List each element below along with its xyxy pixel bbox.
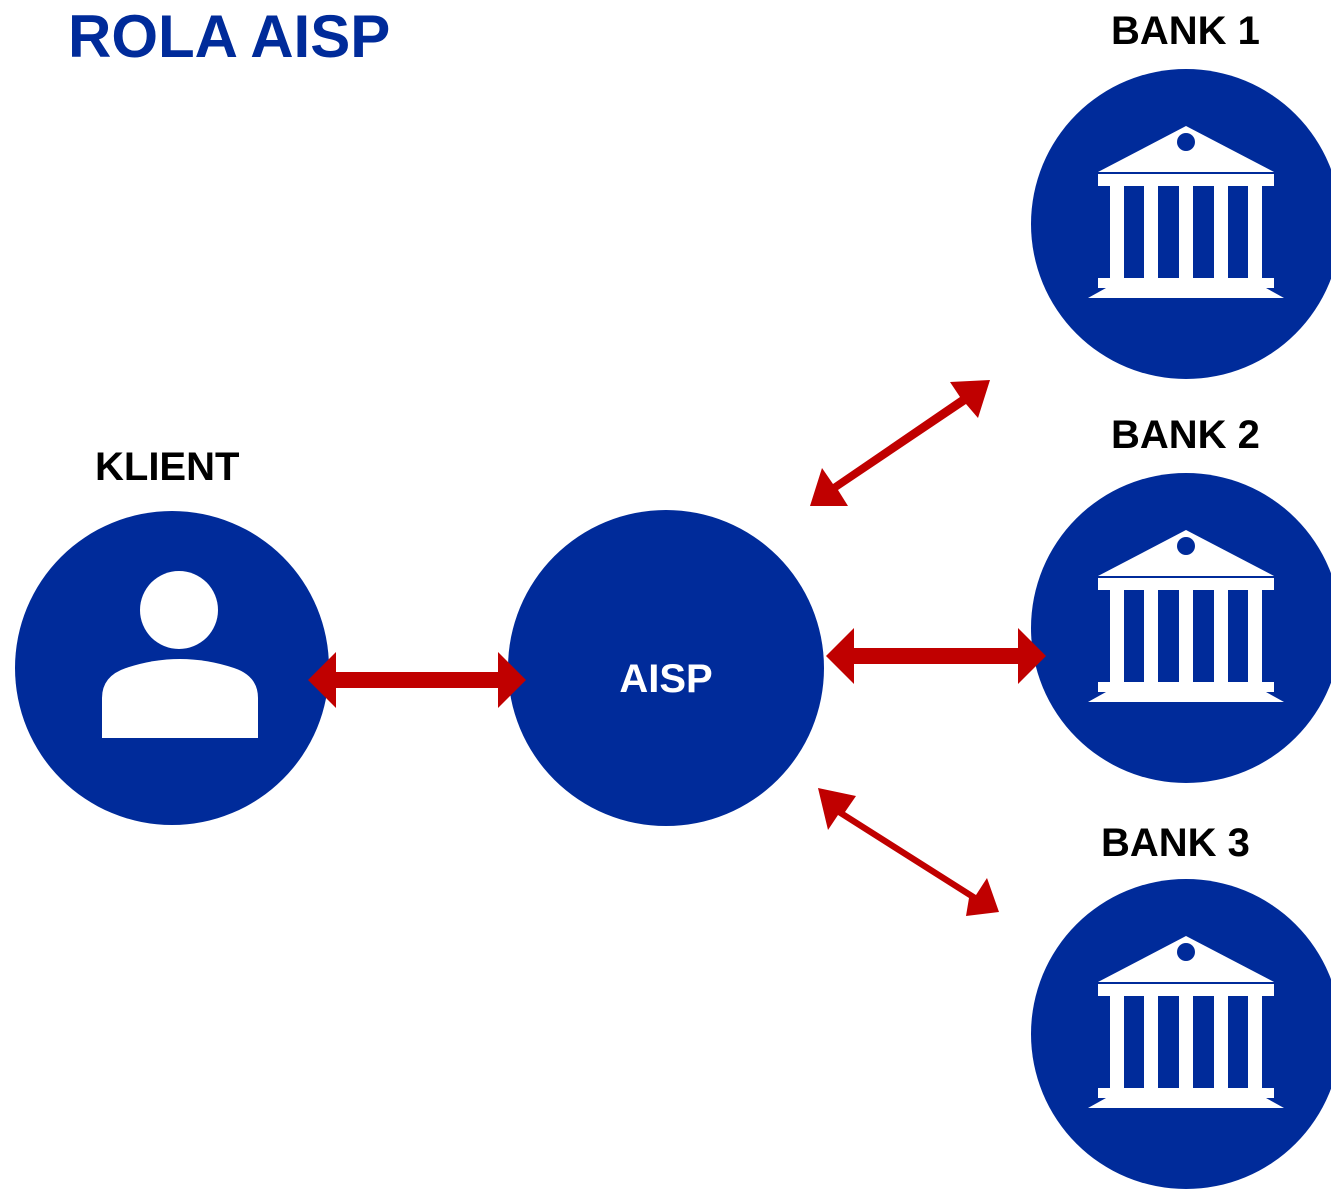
bank-1-node	[1031, 69, 1331, 379]
klient-label: KLIENT	[95, 445, 240, 489]
bank-1-label: BANK 1	[1111, 9, 1260, 53]
arrow-klient-aisp	[308, 652, 526, 708]
bank-3-label: BANK 3	[1101, 821, 1250, 865]
page-title: ROLA AISP	[68, 3, 391, 70]
bank-2-node	[1031, 473, 1331, 783]
aisp-circle	[508, 510, 824, 826]
klient-node	[15, 511, 329, 825]
arrow-aisp-bank1	[810, 380, 990, 506]
arrow-aisp-bank2	[826, 628, 1046, 684]
bank-2-label: BANK 2	[1111, 413, 1260, 457]
bank-3-node	[1031, 879, 1331, 1189]
aisp-label: AISP	[619, 657, 712, 701]
arrow-aisp-bank3	[818, 788, 999, 916]
user-icon	[102, 571, 258, 738]
aisp-node: AISP	[508, 510, 824, 826]
